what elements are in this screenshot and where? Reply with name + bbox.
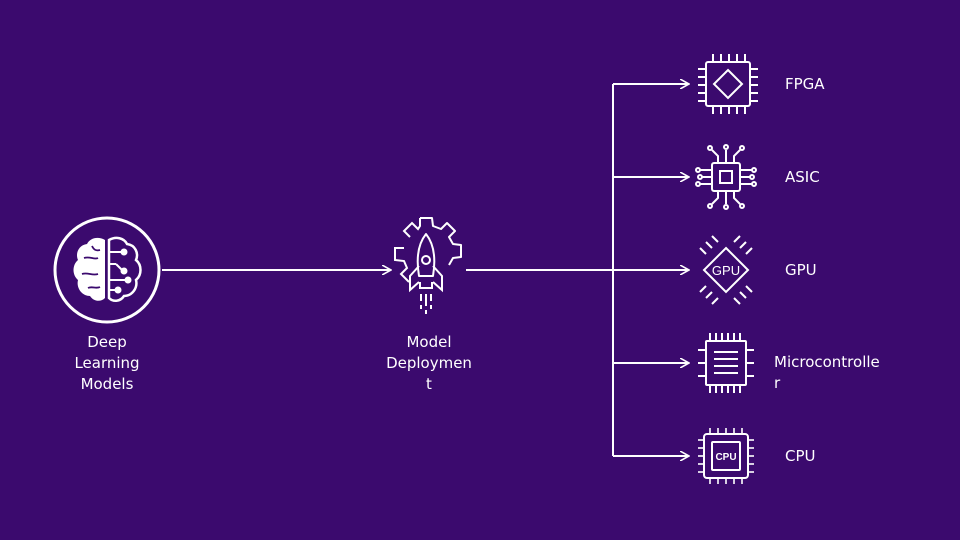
target-label-asic: ASIC — [785, 168, 820, 186]
microcontroller-chip-icon — [698, 333, 754, 393]
target-label-cpu: CPU — [785, 447, 816, 465]
cpu-chip-text: CPU — [715, 452, 736, 463]
asic-chip-icon — [695, 144, 757, 210]
fpga-chip-icon — [698, 54, 758, 114]
gpu-chip-icon: GPU — [699, 235, 753, 305]
rocket-gear-icon — [394, 217, 462, 314]
connectors — [162, 84, 688, 456]
gpu-chip-text: GPU — [712, 263, 740, 278]
source-label: Deep Learning Models — [74, 333, 140, 393]
target-label-fpga: FPGA — [785, 75, 825, 93]
hub-label: Model Deploymen t — [386, 333, 472, 393]
brain-circuit-icon — [53, 216, 161, 324]
target-label-gpu: GPU — [785, 261, 817, 279]
cpu-chip-icon: CPU — [698, 428, 754, 484]
target-label-microcontroller: Microcontrolle r — [774, 353, 880, 392]
